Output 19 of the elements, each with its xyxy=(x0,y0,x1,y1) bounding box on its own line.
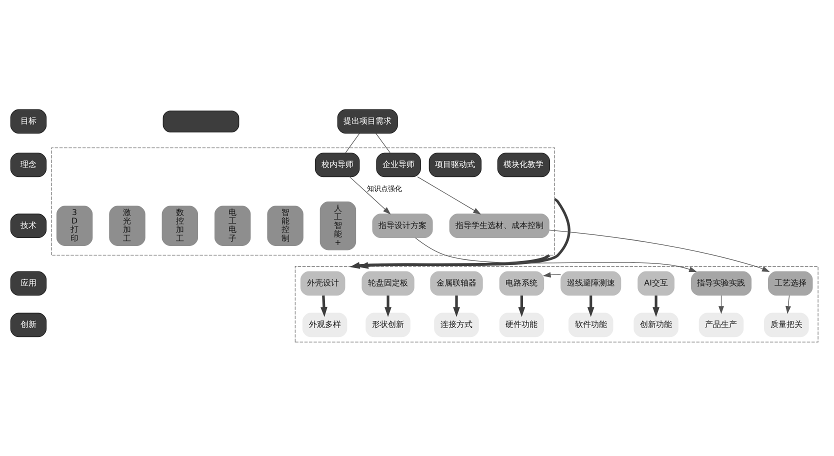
arrow xyxy=(349,176,391,214)
arrow xyxy=(384,295,392,316)
arrow xyxy=(320,294,328,317)
arrow xyxy=(415,237,698,272)
arrow xyxy=(785,294,791,314)
arrow xyxy=(350,254,550,268)
arrow xyxy=(587,295,594,317)
arrow xyxy=(518,295,526,317)
node-box xyxy=(162,110,240,132)
connector xyxy=(376,132,391,153)
arrow xyxy=(453,295,460,317)
connector xyxy=(345,132,360,153)
arrow xyxy=(548,229,770,272)
arrow xyxy=(417,176,482,214)
arrow xyxy=(718,294,724,314)
arrow xyxy=(358,198,570,268)
arrow xyxy=(542,272,562,278)
cluster xyxy=(51,147,555,255)
arrow xyxy=(652,295,660,317)
